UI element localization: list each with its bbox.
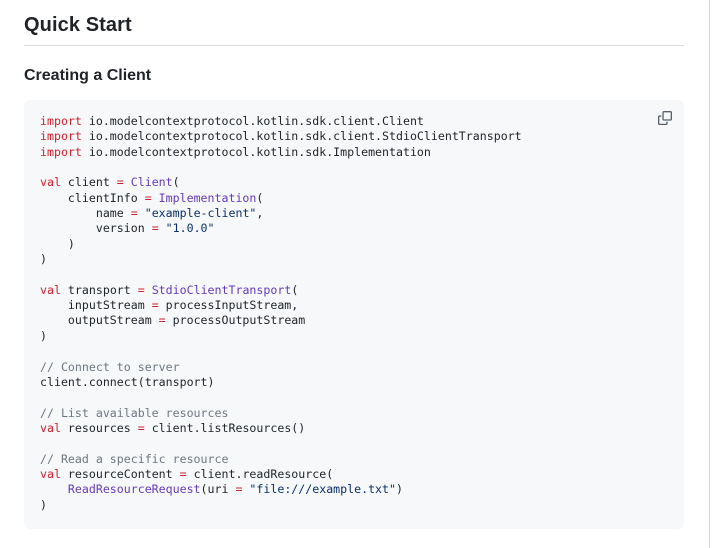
copy-button[interactable] <box>652 105 678 131</box>
container-border <box>709 0 710 548</box>
code-line: val resourceContent = client.readResourc… <box>40 466 334 481</box>
code-line: name = "example-client", <box>40 206 264 221</box>
code-line <box>40 160 668 175</box>
copy-icon <box>658 111 672 125</box>
code-line <box>40 344 668 359</box>
code-line: ) <box>40 236 75 251</box>
code-line <box>40 267 668 282</box>
code-line: // List available resources <box>40 405 229 420</box>
code-line: version = "1.0.0" <box>40 221 215 236</box>
code-line: // Connect to server <box>40 359 180 374</box>
code-line: import io.modelcontextprotocol.kotlin.sd… <box>40 129 522 144</box>
code-content: import io.modelcontextprotocol.kotlin.sd… <box>40 114 668 513</box>
section-title: Creating a Client <box>24 67 152 84</box>
page-title: Quick Start <box>24 14 684 46</box>
code-line: ReadResourceRequest(uri = "file:///examp… <box>67 482 403 497</box>
code-line <box>40 390 668 405</box>
code-line: outputStream = processOutputStream <box>40 313 306 328</box>
code-block: import io.modelcontextprotocol.kotlin.sd… <box>24 100 684 529</box>
code-line: ) <box>40 497 47 512</box>
code-line: client.connect(transport) <box>40 374 215 389</box>
code-line: inputStream = processInputStream, <box>40 298 299 313</box>
code-line: import io.modelcontextprotocol.kotlin.sd… <box>40 144 431 159</box>
code-line <box>40 436 668 451</box>
code-line: ) <box>40 252 47 267</box>
code-line: clientInfo = Implementation( <box>40 190 264 205</box>
code-line: // Read a specific resource <box>40 451 229 466</box>
code-line: import io.modelcontextprotocol.kotlin.sd… <box>40 114 424 128</box>
code-line: val client = Client( <box>40 175 180 190</box>
code-line: ) <box>40 328 47 343</box>
readme-content: Quick Start Creating a Client import io.… <box>24 14 684 529</box>
code-line: val transport = StdioClientTransport( <box>40 282 299 297</box>
code-line: val resources = client.listResources() <box>40 420 306 435</box>
